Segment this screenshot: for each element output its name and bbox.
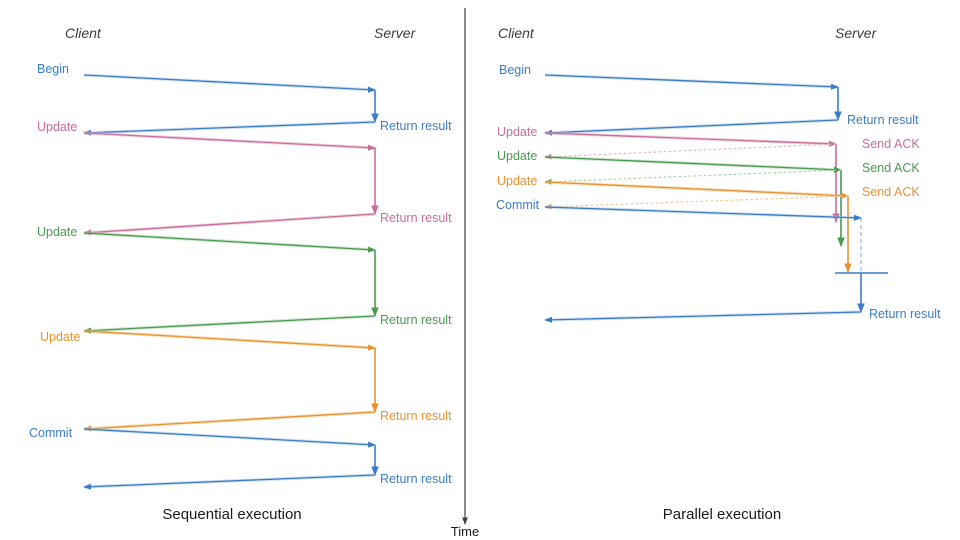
actor-label-client: Client (498, 25, 535, 41)
actor-label-server: Server (835, 25, 878, 41)
message-label: Return result (380, 211, 452, 225)
panel-caption: Sequential execution (162, 506, 301, 523)
message-label: Send ACK (862, 161, 920, 175)
message-arrow (544, 169, 842, 185)
message-label: Update (497, 149, 537, 163)
actor-label-server: Server (374, 25, 417, 41)
message-label: Update (37, 225, 77, 239)
message-label: Return result (869, 307, 941, 321)
message-label: Return result (847, 113, 919, 127)
time-axis-layer: Time (451, 8, 479, 539)
message-arrow (544, 195, 849, 210)
message-label: Update (497, 174, 537, 188)
message-label: Update (40, 330, 80, 344)
message-arrow (83, 232, 376, 253)
message-label: Return result (380, 313, 452, 327)
message-label: Commit (496, 198, 540, 212)
message-label: Return result (380, 472, 452, 486)
message-label: Begin (499, 63, 531, 77)
message-arrow (544, 311, 862, 323)
time-axis-label: Time (451, 524, 479, 539)
message-arrow (544, 156, 842, 173)
message-label: Send ACK (862, 185, 920, 199)
panel-caption: Parallel execution (663, 506, 781, 523)
message-arrow (83, 132, 376, 151)
message-label: Begin (37, 62, 69, 76)
message-arrow (544, 181, 849, 199)
message-label: Send ACK (862, 137, 920, 151)
message-label: Return result (380, 119, 452, 133)
message-arrow (83, 428, 376, 448)
message-arrow (544, 74, 839, 90)
message-arrow (83, 74, 376, 93)
message-arrow (83, 213, 376, 236)
message-label: Update (37, 120, 77, 134)
message-arrow (83, 411, 376, 432)
message-arrow (83, 121, 376, 136)
actor-label-client: Client (65, 25, 102, 41)
message-arrow (544, 143, 837, 160)
message-label: Update (497, 125, 537, 139)
message-arrow (83, 330, 376, 351)
message-label: Commit (29, 426, 73, 440)
message-arrow (544, 132, 837, 147)
message-arrow (83, 315, 376, 334)
message-arrow (544, 206, 862, 221)
message-label: Return result (380, 409, 452, 423)
message-arrow (544, 119, 839, 136)
message-arrow (83, 474, 376, 490)
